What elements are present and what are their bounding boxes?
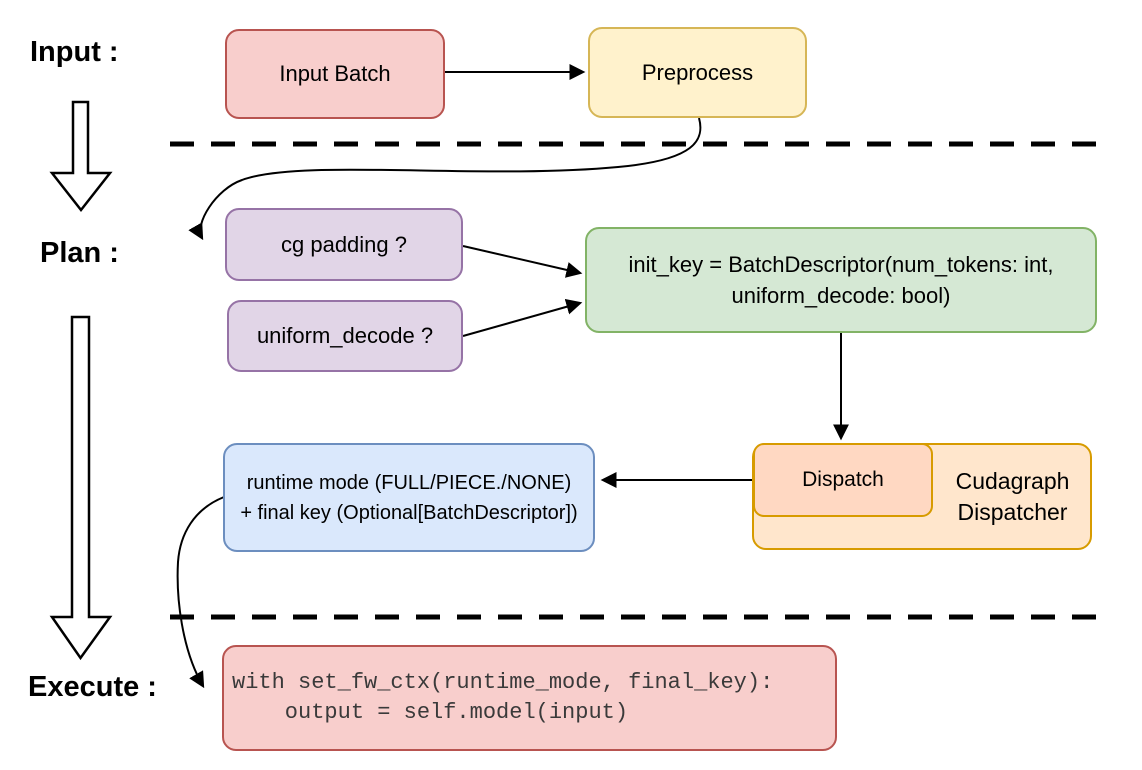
stage-label-execute: Execute : (28, 671, 157, 703)
node-init-key: init_key = BatchDescriptor(num_tokens: i… (585, 227, 1097, 333)
node-execute-code-line1: with set_fw_ctx(runtime_mode, final_key)… (232, 670, 774, 696)
node-runtime-line2: + final key (Optional[BatchDescriptor]) (240, 501, 578, 524)
node-preprocess-label: Preprocess (641, 59, 754, 85)
node-cg-padding: cg padding ? (225, 208, 463, 281)
node-cg-padding-label: cg padding ? (281, 231, 407, 257)
down-arrow-plan-to-execute-icon (49, 315, 113, 661)
node-dispatch-label: Dispatch (802, 467, 884, 491)
node-init-key-line2: uniform_decode: bool) (731, 283, 951, 308)
arrow-uniform-decode-to-init-key (462, 298, 583, 337)
node-cudagraph-dispatcher-label: Cudagraph Dispatcher (933, 443, 1092, 550)
stage-label-input: Input : (30, 36, 119, 68)
stage-label-plan: Plan : (40, 237, 119, 269)
arrow-runtime-to-execute-code (176, 496, 225, 689)
node-input-batch: Input Batch (225, 29, 445, 119)
node-runtime-mode-result: runtime mode (FULL/PIECE./NONE) + final … (223, 443, 595, 552)
node-init-key-line1: init_key = BatchDescriptor(num_tokens: i… (628, 251, 1054, 277)
cudagraph-label-line2: Dispatcher (957, 498, 1068, 525)
node-uniform-decode: uniform_decode ? (227, 300, 463, 372)
node-preprocess: Preprocess (588, 27, 807, 118)
cudagraph-label-line1: Cudagraph (955, 467, 1070, 494)
node-execute-code-line2: output = self.model(input) (232, 700, 629, 725)
node-dispatch: Dispatch (753, 443, 933, 517)
node-uniform-decode-label: uniform_decode ? (256, 323, 434, 349)
arrow-cg-padding-to-init-key (462, 245, 583, 278)
node-execute-code: with set_fw_ctx(runtime_mode, final_key)… (222, 645, 837, 751)
node-input-batch-label: Input Batch (279, 61, 391, 87)
node-runtime-line1: runtime mode (FULL/PIECE./NONE) (246, 471, 572, 494)
down-arrow-input-to-plan-icon (49, 100, 113, 213)
